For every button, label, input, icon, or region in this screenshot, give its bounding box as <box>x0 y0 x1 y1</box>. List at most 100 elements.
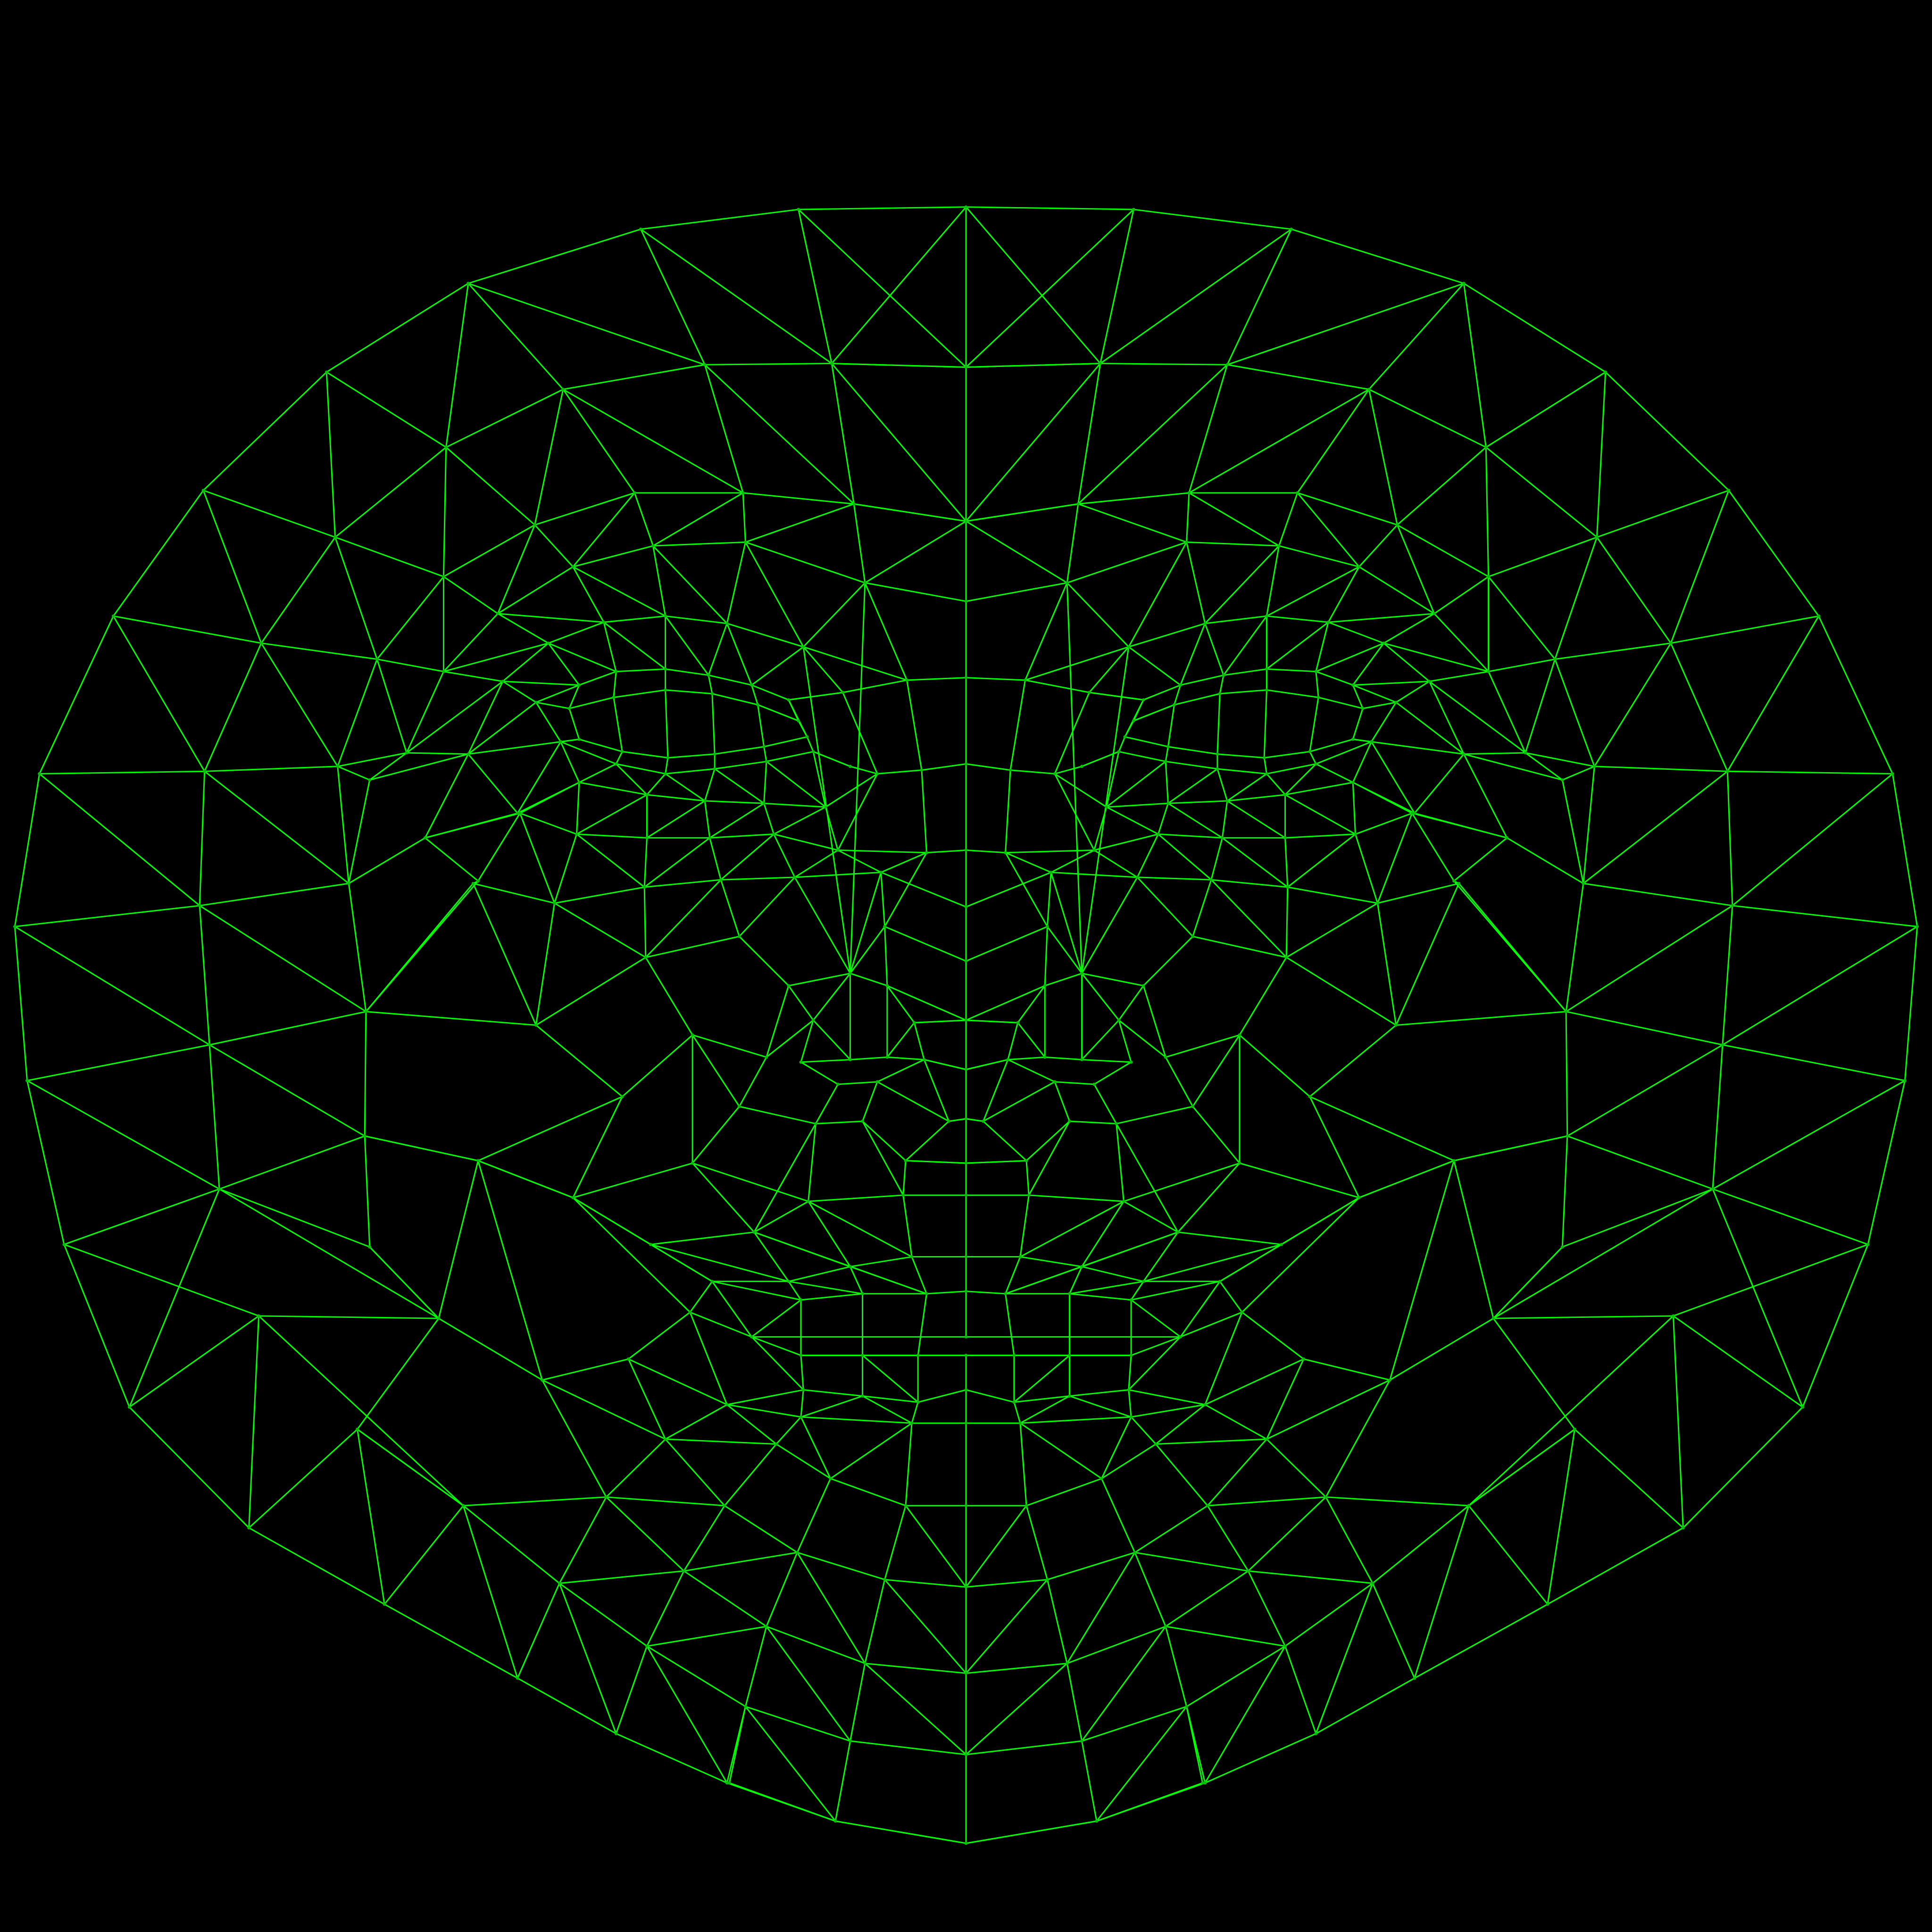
mesh-edge <box>800 1059 851 1063</box>
mesh-edge <box>849 1663 866 1742</box>
mesh-edge <box>406 671 444 754</box>
mesh-edge <box>325 371 447 448</box>
mesh-edge <box>1128 623 1206 648</box>
landmark-point <box>1068 1292 1071 1296</box>
mesh-edge <box>603 621 666 670</box>
mesh-edge <box>1134 1551 1249 1572</box>
landmark-point <box>713 752 716 756</box>
mesh-edge <box>248 1527 385 1605</box>
landmark-point <box>1370 740 1373 743</box>
mesh-edge <box>643 837 711 888</box>
mesh-edge <box>1013 1355 1070 1403</box>
landmark-point <box>375 658 379 661</box>
mesh-edge <box>1204 623 1224 676</box>
landmark-point <box>811 750 815 753</box>
landmark-point <box>1043 984 1047 988</box>
mesh-edge <box>1219 675 1224 695</box>
landmark-point <box>1395 523 1399 527</box>
landmark-point <box>964 1421 968 1425</box>
landmark-point <box>795 1551 799 1554</box>
mesh-edge <box>773 806 826 835</box>
mesh-edge <box>751 1299 802 1338</box>
mesh-edge <box>886 1022 915 1058</box>
mesh-edge <box>925 849 967 854</box>
mesh-edge <box>794 872 882 878</box>
mesh-edge <box>704 363 833 366</box>
mesh-edge <box>1726 615 1820 772</box>
mesh-edge <box>1309 1096 1360 1199</box>
landmark-point <box>558 1582 561 1585</box>
mesh-edge <box>26 1044 210 1082</box>
landmark-point <box>201 489 205 492</box>
mesh-edge <box>800 1061 839 1085</box>
landmark-point <box>496 612 500 616</box>
mesh-edge <box>1554 658 1595 767</box>
mesh-edge <box>965 1663 1068 1674</box>
mesh-edge <box>689 1311 728 1406</box>
mesh-edge <box>1180 1311 1243 1338</box>
landmark-point <box>744 1705 747 1708</box>
mesh-edge <box>1712 1188 1804 1408</box>
mesh-edge <box>834 1740 851 1822</box>
mesh-edge <box>742 492 746 543</box>
mesh-edge <box>578 738 623 752</box>
mesh-edge <box>965 1505 1027 1588</box>
mesh-edge <box>578 763 617 783</box>
mesh-edge <box>445 389 564 448</box>
mesh-edge <box>1093 833 1159 851</box>
landmark-point <box>198 904 201 908</box>
mesh-edge <box>1068 1120 1117 1124</box>
mesh-edge <box>438 1160 479 1319</box>
mesh-edge <box>1315 1582 1374 1734</box>
landmark-point <box>762 745 766 749</box>
landmark-point <box>1129 1060 1133 1064</box>
landmark-point <box>1164 1055 1167 1059</box>
mesh-edge <box>1488 671 1526 754</box>
landmark-point <box>1560 1245 1564 1249</box>
mesh-edge <box>902 1194 913 1257</box>
mesh-edge <box>1370 741 1416 814</box>
mesh-edge <box>965 363 1101 368</box>
landmark-point <box>737 1105 741 1108</box>
mesh-edge <box>1024 646 1130 681</box>
mesh-edge <box>665 615 709 676</box>
mesh-edge <box>1216 768 1267 774</box>
mesh-edge <box>1204 1732 1317 1784</box>
landmark-point <box>861 1119 864 1123</box>
mesh-edge <box>886 1056 925 1060</box>
landmark-point <box>1361 707 1365 710</box>
landmark-point <box>38 772 41 775</box>
landmark-point <box>830 362 833 366</box>
mesh-edge <box>1722 905 1733 1046</box>
mesh-edge <box>627 1311 691 1360</box>
mesh-edge <box>260 642 339 767</box>
mesh-edge <box>766 1551 798 1627</box>
mesh-edge <box>1428 671 1490 683</box>
mesh-edge <box>516 1677 617 1734</box>
mesh-edge <box>1266 566 1360 617</box>
mesh-edge <box>1593 766 1728 772</box>
mesh-edge <box>1025 1478 1102 1507</box>
mesh-edge <box>1207 1505 1249 1572</box>
landmark-point <box>1080 1739 1083 1743</box>
mesh-edge <box>627 1358 666 1440</box>
mesh-edge <box>800 1293 864 1301</box>
mesh-edge <box>1395 681 1430 703</box>
mesh-edge <box>645 957 693 1036</box>
landmark-point <box>805 735 809 739</box>
mesh-edge <box>834 1820 967 1844</box>
mesh-edge <box>424 753 469 839</box>
mesh-edge <box>905 1120 949 1162</box>
mesh-edge <box>1325 1496 1470 1507</box>
mesh-edge <box>965 763 1011 771</box>
mesh-edge <box>1013 1395 1070 1403</box>
mesh-edge <box>1165 746 1169 762</box>
mesh-edge <box>576 833 645 888</box>
landmark-point <box>363 1134 366 1138</box>
mesh-edge <box>1726 770 1733 907</box>
mesh-edge <box>788 973 851 987</box>
mesh-edge <box>568 697 615 709</box>
mesh-edge <box>128 1315 260 1408</box>
mesh-edge <box>802 582 866 648</box>
